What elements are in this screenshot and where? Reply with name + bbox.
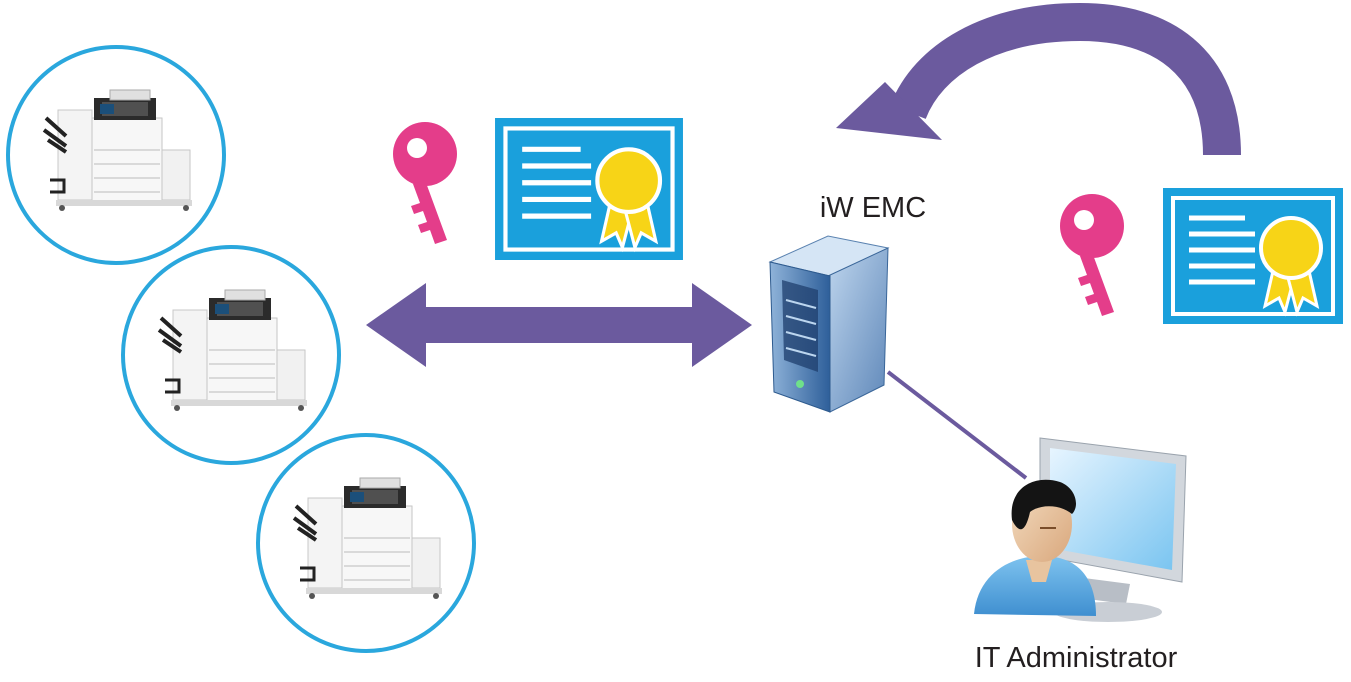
certificate-icon <box>495 118 683 260</box>
device-2 <box>121 245 341 465</box>
admin-workstation-icon <box>974 437 1187 622</box>
import-curved-arrow <box>890 2 1241 156</box>
device-3 <box>256 433 476 653</box>
admin-connection-line <box>886 370 1028 480</box>
server-label: iW EMC <box>820 192 926 224</box>
import-arrowhead <box>836 82 942 140</box>
server-tower-icon <box>768 235 890 413</box>
device-1 <box>6 45 226 265</box>
key-icon <box>393 122 457 244</box>
certificate-icon <box>1163 188 1343 324</box>
admin-label: IT Administrator <box>975 642 1178 674</box>
sync-double-arrow <box>366 283 752 367</box>
key-icon <box>1060 194 1124 316</box>
